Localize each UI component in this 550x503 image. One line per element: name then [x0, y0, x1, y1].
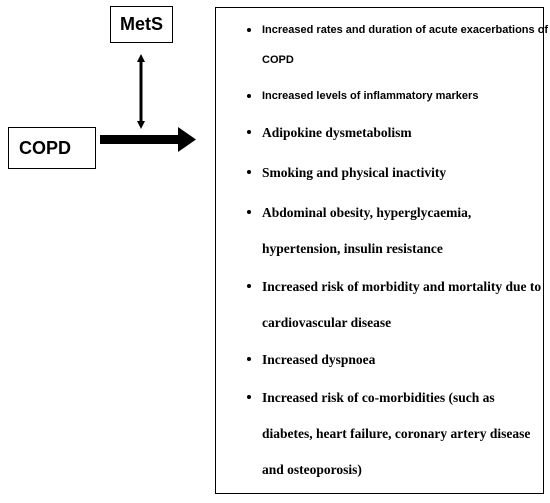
bullet-icon — [247, 94, 251, 98]
effect-line: hypertension, insulin resistance — [262, 241, 443, 256]
effect-line: Increased risk of co-morbidities (such a… — [262, 390, 495, 405]
mets-node: MetS — [110, 6, 173, 43]
copd-to-effects-arrow — [100, 127, 196, 152]
bullet-icon — [247, 170, 251, 174]
effect-line: Adipokine dysmetabolism — [262, 125, 412, 140]
effect-line: Abdominal obesity, hyperglycaemia, — [262, 205, 472, 220]
effect-line: cardiovascular disease — [262, 315, 392, 330]
mets-label: MetS — [119, 14, 163, 34]
effect-line: and osteoporosis) — [262, 462, 362, 477]
bullet-icon — [247, 357, 251, 361]
effect-line: diabetes, heart failure, coronary artery… — [262, 426, 531, 441]
effects-box: Increased rates and duration of acute ex… — [215, 7, 549, 494]
effect-line: Increased rates and duration of acute ex… — [262, 24, 549, 36]
effect-line: COPD — [262, 54, 294, 66]
effect-line: Smoking and physical inactivity — [262, 165, 447, 180]
copd-node: COPD — [8, 127, 96, 169]
effect-line: Increased dyspnoea — [262, 352, 376, 367]
effect-line: Increased levels of inflammatory markers — [262, 90, 479, 102]
bullet-icon — [247, 284, 251, 288]
bullet-icon — [247, 210, 251, 214]
bullet-icon — [247, 130, 251, 134]
bullet-icon — [247, 395, 251, 399]
effect-line: Increased risk of morbidity and mortalit… — [262, 279, 542, 294]
copd-label: COPD — [19, 137, 72, 158]
bullet-icon — [247, 28, 251, 32]
